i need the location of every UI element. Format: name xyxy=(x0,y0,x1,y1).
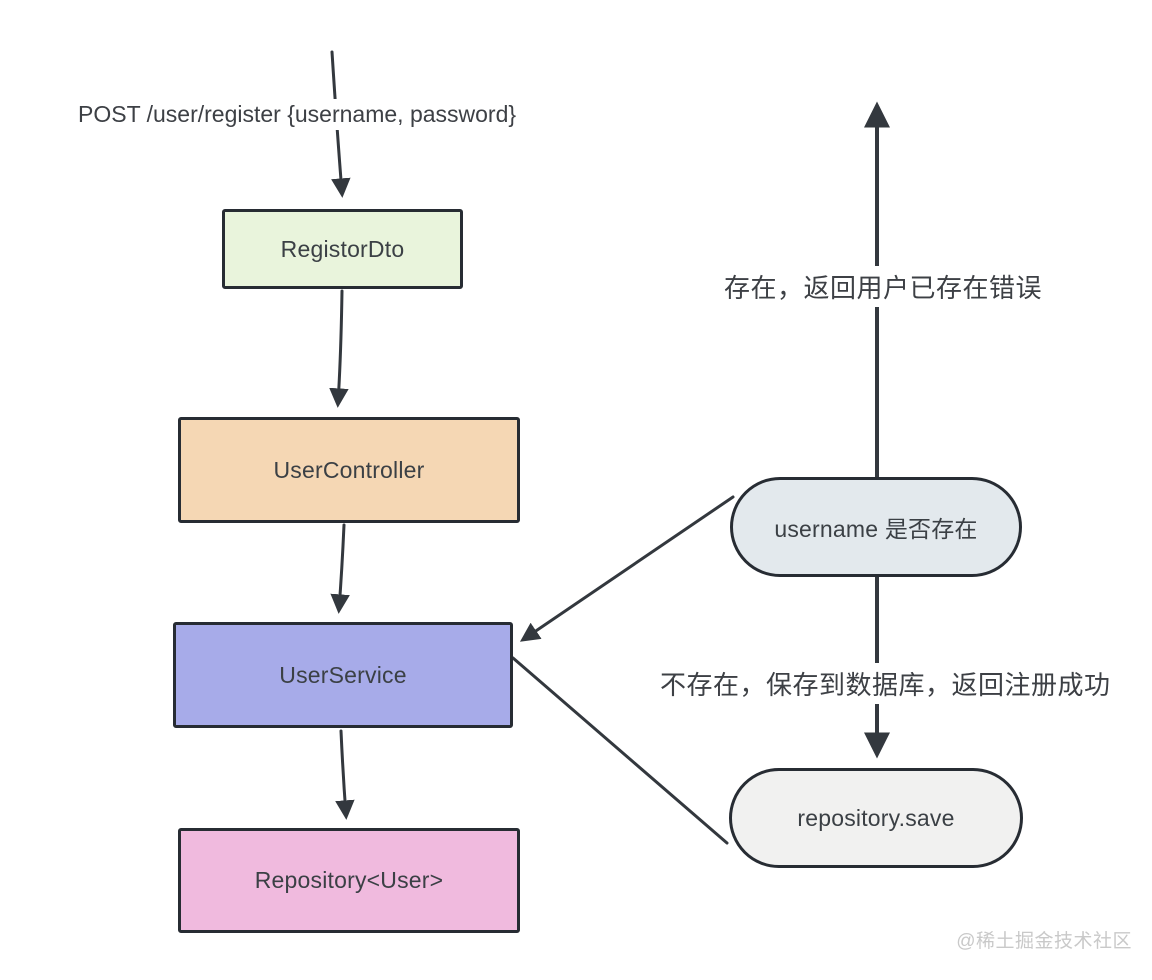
arrow-userservice-to-repository xyxy=(335,729,355,820)
edge-label-exists: 存在，返回用户已存在错误 xyxy=(716,266,1051,307)
watermark: @稀土掘金技术社区 xyxy=(956,931,1132,952)
node-registor-dto-label: RegistorDto xyxy=(280,235,405,262)
node-username-check: username 是否存在 xyxy=(730,477,1022,577)
node-username-check-label: username 是否存在 xyxy=(774,516,978,542)
node-user-service: UserService xyxy=(173,622,513,728)
request-label: POST /user/register {username, password} xyxy=(72,99,523,130)
arrow-usercontroller-to-userservice xyxy=(330,523,350,614)
node-repository-user-label: Repository<User> xyxy=(254,867,444,893)
node-repository-user: Repository<User> xyxy=(178,828,520,933)
node-registor-dto: RegistorDto xyxy=(222,209,463,289)
node-user-service-label: UserService xyxy=(279,661,407,688)
line-usernamecheck-to-userservice xyxy=(519,495,735,642)
node-user-controller: UserController xyxy=(178,417,520,523)
line-userservice-to-repositorysave xyxy=(511,656,729,845)
edge-label-not-exists: 不存在，保存到数据库，返回注册成功 xyxy=(652,663,1119,704)
node-repository-save-label: repository.save xyxy=(797,804,955,831)
node-repository-save: repository.save xyxy=(729,768,1023,868)
node-user-controller-label: UserController xyxy=(273,456,425,483)
arrow-registordto-to-usercontroller xyxy=(329,289,349,408)
